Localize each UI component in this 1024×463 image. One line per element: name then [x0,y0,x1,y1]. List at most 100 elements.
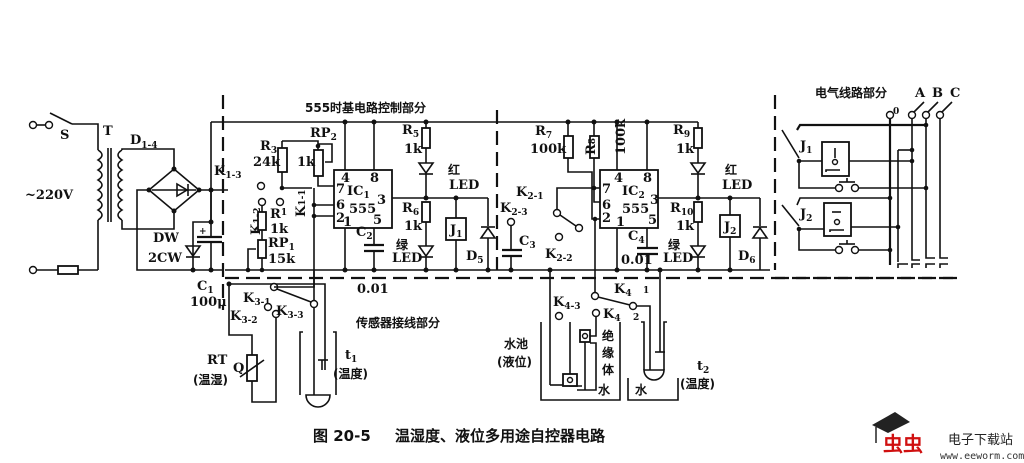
sensor-section: 传感器接线部分 K3-1 K3-3 K3-2 RT Q (温湿) t1 (温度) [193,267,715,408]
zener-part-label: 2CW [148,251,182,266]
r10-label: R10 [670,201,693,218]
ic1-555 [333,169,393,229]
r3-label: R3 [260,139,277,156]
j1-contact-arm [781,129,800,159]
water-pool [540,322,621,401]
k32-contact-b [271,309,281,319]
fuse [57,265,79,275]
j2-contact-arm [781,204,800,227]
red-led-label: LED [449,178,479,193]
k13-contact [256,181,266,191]
timer-section-1: 555时基电路控制部分 K1-3 R3 24k RP2 1k K1-1 K1-2 [210,100,498,302]
r5-value: 1k [404,142,423,157]
k33-label: K3-3 [276,304,304,321]
r6-label: R6 [402,201,419,218]
ic1-label: IC1 [347,184,370,201]
water-label-2: 水 [635,382,648,397]
switch-contact [44,120,54,130]
rp1-label: RP1 [268,236,295,253]
caption-number: 图 20-5 [313,427,371,445]
j1-contactor-label: J1 [799,139,812,156]
caption-title: 温湿度、液位多用途自控器电路 [395,427,606,445]
c3-label: C3 [519,234,536,251]
k33-contact [309,299,319,309]
k4-pos-2: 2 [633,313,639,323]
bridge-label: D1-4 [130,133,158,151]
k11-contact [275,197,285,207]
k43-label: K4-3 [553,295,581,312]
k4-common [590,291,600,301]
svg-text:5: 5 [648,213,657,228]
svg-text:7: 7 [336,182,345,197]
svg-text:3: 3 [377,193,386,208]
d5-label: D5 [466,249,484,266]
electrical-section: 电气线路部分 A B C 0 J1 [781,85,960,268]
k2-switch-blade [559,214,577,227]
k32-label: K3-2 [230,309,258,326]
t2-bulb [643,369,665,381]
green-led-2-icon [689,245,707,258]
watermark-site-name: 电子下载站 [948,433,1013,448]
transformer-label: T [103,124,113,139]
t2-desc: (温度) [680,376,715,391]
phase-a-label: A [914,86,926,101]
k22-label: K2-2 [545,247,573,264]
diode-d5-icon [479,226,497,239]
k4-contact-b [591,308,601,318]
potentiometer-rp1 [257,239,267,259]
green-led-color: 绿 [396,237,409,252]
resistor-r1 [257,211,267,231]
t1-desc: (温度) [333,366,368,381]
r6-value: 1k [404,219,423,234]
timer-section-2: R7 100k R8 100k 4 8 7 6 2 1 3 5 IC2 555 [498,118,770,385]
k4-switch-blade [597,296,631,306]
svg-text:6: 6 [602,198,611,213]
j1-label: J1 [449,223,462,240]
j2-contactor-label: J2 [799,207,812,224]
k4-contact-2 [628,301,638,311]
insulator-2: 缘 [602,345,614,360]
watermark: 虫虫 电子下载站 www.eeworm.com [872,412,1024,462]
red-led-icon [417,162,435,175]
red-led-color: 红 [448,162,460,177]
k23-contact [506,217,516,227]
input-terminal-bottom [28,265,38,275]
c4-label: C4 [628,229,645,246]
k2-common [574,223,584,233]
rp2-label: RP2 [310,126,337,143]
ic2-type: 555 [622,202,649,217]
resistor-r9 [693,127,703,149]
terminal-b [921,110,931,120]
section-title-electrical: 电气线路部分 [815,85,887,100]
svg-text:+: + [199,227,207,237]
pool-desc: (液位) [497,354,532,369]
k12-contact [257,197,267,207]
green-led-2-label: LED [663,251,693,266]
k4b-label: K4 [603,307,621,324]
c2-label: C2 [356,225,373,242]
input-terminal-top [28,120,38,130]
k13-label: K1-3 [214,164,242,181]
r7-value: 100k [530,142,567,157]
c1-value: 100μ [190,295,227,310]
green-led-icon [417,245,435,258]
graduation-cap-icon [872,412,910,433]
r10-value: 1k [676,219,695,234]
phase-c-label: C [950,86,960,101]
svg-text:2: 2 [602,211,611,226]
insulator-1: 绝 [602,328,614,343]
switch-label: S [60,128,69,143]
svg-text:3: 3 [650,193,659,208]
section-boundaries [221,95,960,310]
resistor-r6 [421,201,431,223]
pool-label: 水池 [504,336,528,351]
svg-text:1: 1 [616,215,625,230]
watermark-logo: 虫虫 [883,432,923,456]
zener-diode-icon [184,245,202,258]
water-tank [627,378,679,401]
watermark-url: www.eeworm.com [940,451,1024,462]
r7-label: R7 [535,124,552,141]
k32-contact-a [263,302,273,312]
k22-contact [554,232,564,242]
